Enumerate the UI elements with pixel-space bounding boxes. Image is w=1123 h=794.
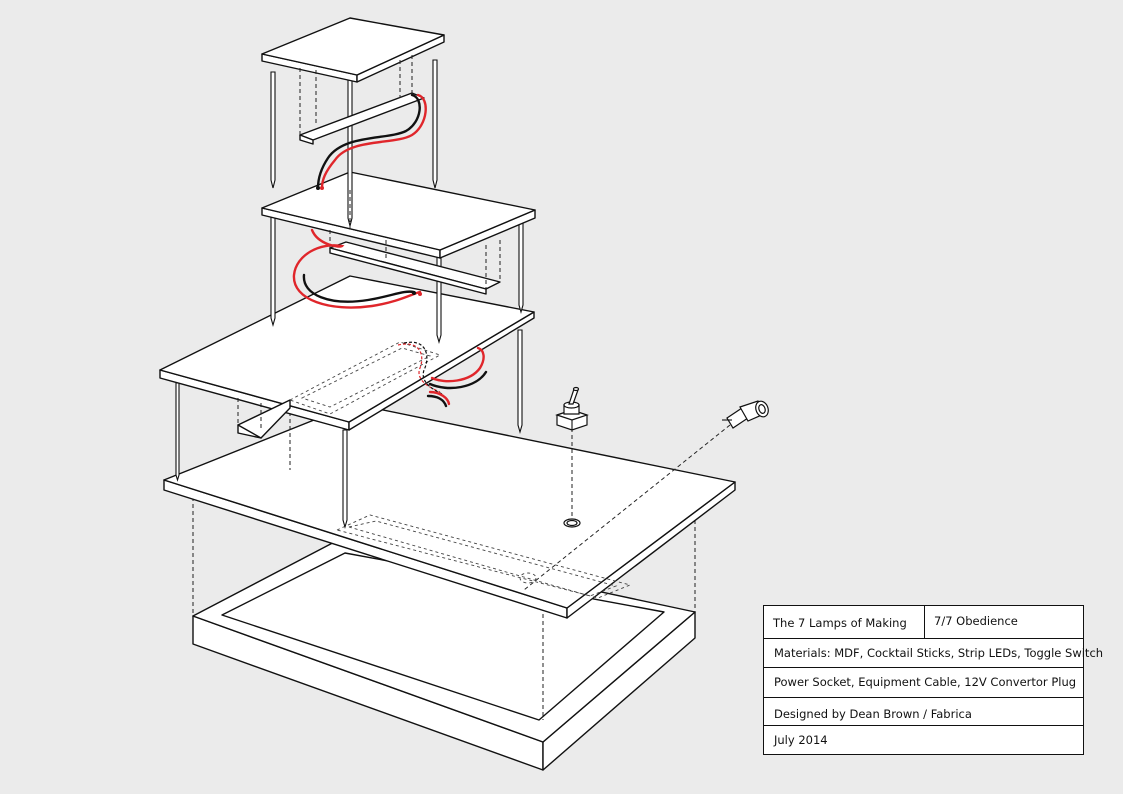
designer-row: Designed by Dean Brown / Fabrica xyxy=(764,697,1083,726)
board-upper xyxy=(261,171,536,295)
date-text: July 2014 xyxy=(774,733,828,747)
board-middle xyxy=(159,275,535,439)
board-top xyxy=(261,17,445,232)
materials-cont-text: Power Socket, Equipment Cable, 12V Conve… xyxy=(774,675,1077,689)
materials-text: Materials: MDF, Cocktail Sticks, Strip L… xyxy=(774,646,1104,660)
designer-text: Designed by Dean Brown / Fabrica xyxy=(774,707,972,721)
cocktail-sticks-lower xyxy=(175,329,523,530)
project-cell: The 7 Lamps of Making xyxy=(764,606,925,638)
date-row: July 2014 xyxy=(764,725,1083,757)
materials-cont-row: Power Socket, Equipment Cable, 12V Conve… xyxy=(764,667,1083,698)
wires-upper xyxy=(316,93,427,190)
title-row: The 7 Lamps of Making 7/7 Obedience xyxy=(764,606,1083,638)
toggle-switch-icon xyxy=(555,386,589,516)
board-bottom xyxy=(163,403,736,619)
power-plug-icon xyxy=(523,400,769,591)
wires-middle xyxy=(292,228,422,309)
edition-label: 7/7 Obedience xyxy=(934,614,1018,628)
title-block: The 7 Lamps of Making 7/7 Obedience Mate… xyxy=(763,605,1103,757)
materials-row: Materials: MDF, Cocktail Sticks, Strip L… xyxy=(764,638,1103,668)
wires-lower xyxy=(397,341,488,408)
project-title: The 7 Lamps of Making xyxy=(773,616,907,630)
